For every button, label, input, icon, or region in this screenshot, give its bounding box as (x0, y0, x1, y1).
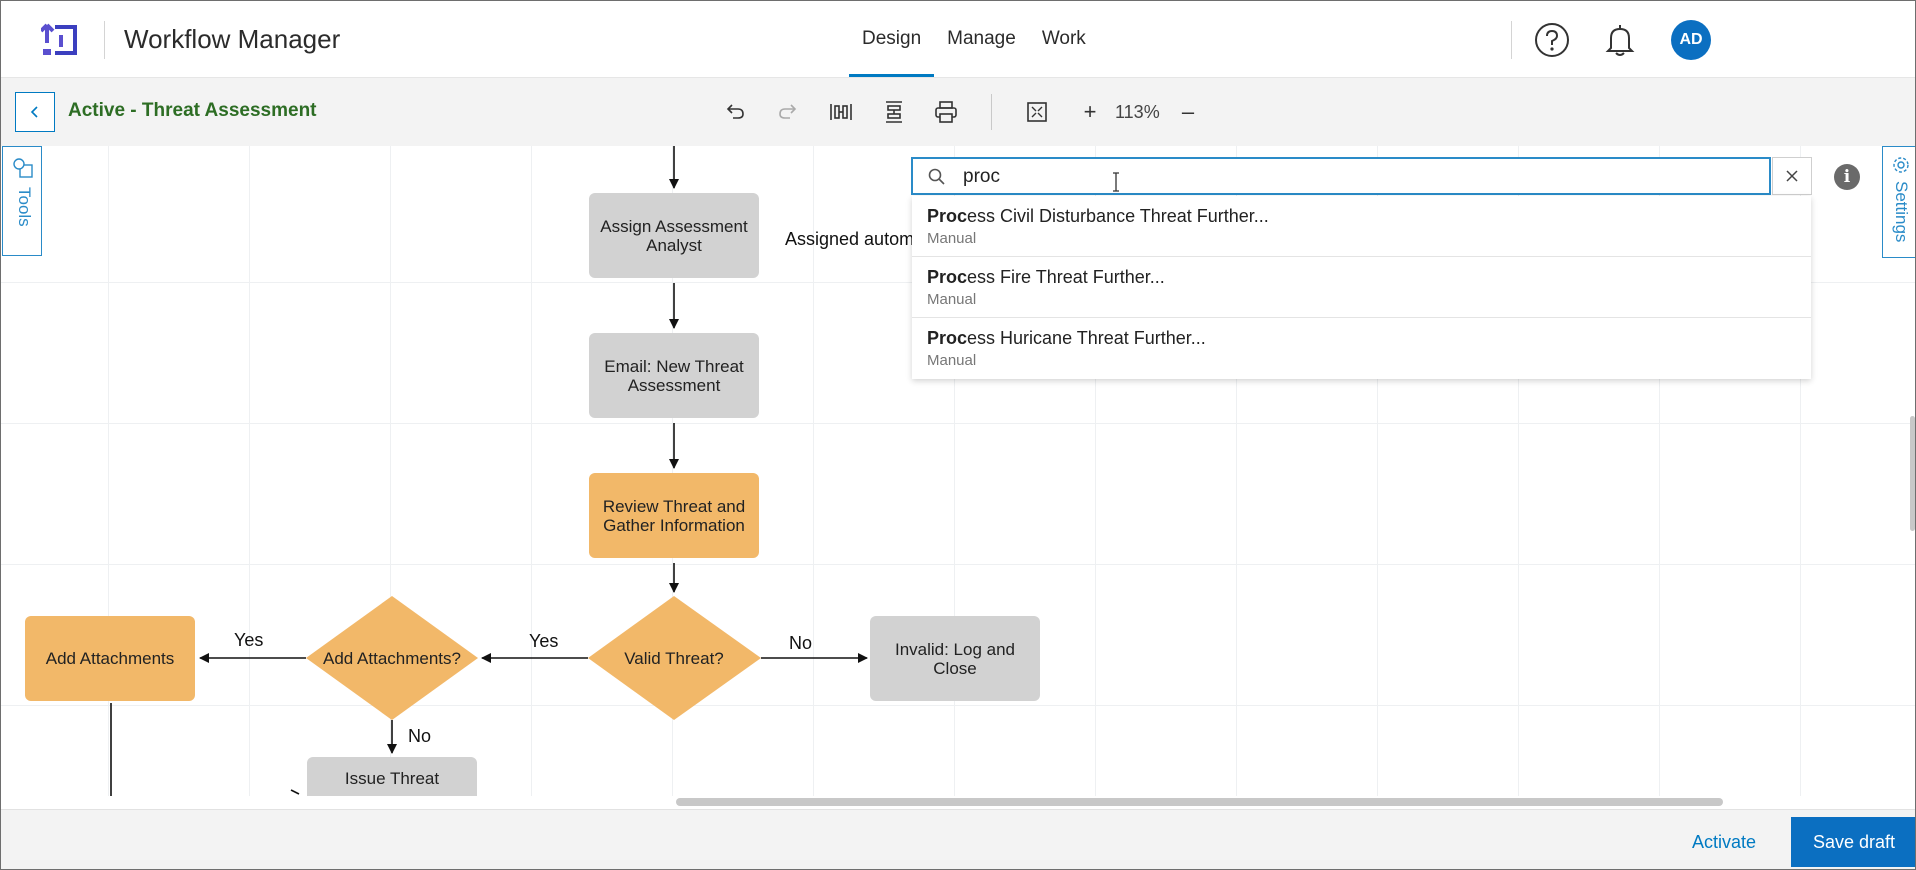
footer-bar: Activate Save draft (1, 809, 1915, 870)
search-box[interactable] (911, 157, 1771, 195)
node-add-attachments-question[interactable]: Add Attachments? (321, 638, 463, 678)
node-issue-threat[interactable]: Issue Threat (307, 757, 477, 796)
back-button[interactable] (15, 92, 55, 132)
align-horizontal-icon (882, 100, 906, 124)
edge-label-no: No (408, 726, 431, 747)
search-result-type: Manual (927, 352, 1796, 369)
assigned-note: Assigned autom (785, 229, 914, 250)
bell-icon[interactable] (1601, 21, 1639, 59)
designer-toolbar: Active - Threat Assessment + 113% – (1, 77, 1915, 146)
workflow-manager-logo-icon (41, 21, 81, 59)
search-result-type: Manual (927, 230, 1796, 247)
activate-button[interactable]: Activate (1669, 822, 1779, 862)
print-icon (934, 100, 958, 124)
node-valid-threat[interactable]: Valid Threat? (601, 638, 747, 678)
align-vertical-icon (829, 100, 853, 124)
node-invalid-log-close[interactable]: Invalid: Log and Close (870, 616, 1040, 701)
zoom-level: 113% (1115, 102, 1160, 123)
text-cursor-icon (1110, 172, 1122, 192)
tools-panel-tab[interactable]: Tools (2, 146, 42, 256)
search-result-type: Manual (927, 291, 1796, 308)
chevron-left-icon (29, 105, 41, 119)
close-icon (1785, 169, 1799, 183)
node-email-new-threat[interactable]: Email: New Threat Assessment (589, 333, 759, 418)
workflow-title: Active - Threat Assessment (68, 100, 317, 122)
search-result-item[interactable]: Process Civil Disturbance Threat Further… (912, 196, 1811, 257)
search-results-dropdown: Process Civil Disturbance Threat Further… (912, 196, 1811, 379)
toolbar-divider (991, 94, 992, 130)
main-nav: Design Manage Work (849, 1, 1099, 77)
app-header: Workflow Manager Design Manage Work AD (1, 1, 1915, 77)
settings-panel-tab[interactable]: Settings (1882, 146, 1916, 258)
node-add-attachments[interactable]: Add Attachments (25, 616, 195, 701)
horizontal-scrollbar[interactable] (676, 798, 1723, 806)
search-result-item[interactable]: Process Huricane Threat Further... Manua… (912, 318, 1811, 379)
gear-icon (1891, 155, 1911, 175)
align-horizontal-button[interactable] (880, 98, 908, 126)
connector (291, 790, 299, 794)
zoom-out-button[interactable]: – (1174, 98, 1202, 126)
search-icon (928, 168, 946, 186)
user-avatar[interactable]: AD (1671, 20, 1711, 60)
clear-search-button[interactable] (1772, 157, 1812, 195)
tools-tab-label: Tools (14, 187, 34, 227)
help-icon[interactable] (1533, 21, 1571, 59)
search-input[interactable] (963, 163, 1743, 191)
shapes-icon (12, 157, 34, 179)
settings-tab-label: Settings (1891, 181, 1911, 242)
zoom-in-button[interactable]: + (1076, 98, 1104, 126)
nav-tab-work[interactable]: Work (1029, 1, 1099, 77)
undo-icon (724, 101, 746, 123)
align-vertical-button[interactable] (827, 98, 855, 126)
vertical-scrollbar[interactable] (1910, 416, 1915, 531)
nav-tab-design[interactable]: Design (849, 1, 934, 77)
print-button[interactable] (932, 98, 960, 126)
header-divider (104, 21, 105, 59)
node-review-threat[interactable]: Review Threat and Gather Information (589, 473, 759, 558)
edge-label-yes: Yes (234, 630, 263, 651)
redo-button[interactable] (774, 98, 802, 126)
fit-screen-button[interactable] (1023, 98, 1051, 126)
fit-screen-icon (1026, 101, 1048, 123)
edge-label-yes: Yes (529, 631, 558, 652)
node-assign-analyst[interactable]: Assign Assessment Analyst (589, 193, 759, 278)
search-result-item[interactable]: Process Fire Threat Further... Manual (912, 257, 1811, 318)
save-draft-button[interactable]: Save draft (1791, 817, 1916, 867)
app-title: Workflow Manager (124, 24, 340, 55)
redo-icon (777, 101, 799, 123)
edge-label-no: No (789, 633, 812, 654)
nav-tab-manage[interactable]: Manage (934, 1, 1029, 77)
info-icon[interactable]: i (1834, 164, 1860, 190)
undo-button[interactable] (721, 98, 749, 126)
header-divider (1511, 21, 1512, 59)
